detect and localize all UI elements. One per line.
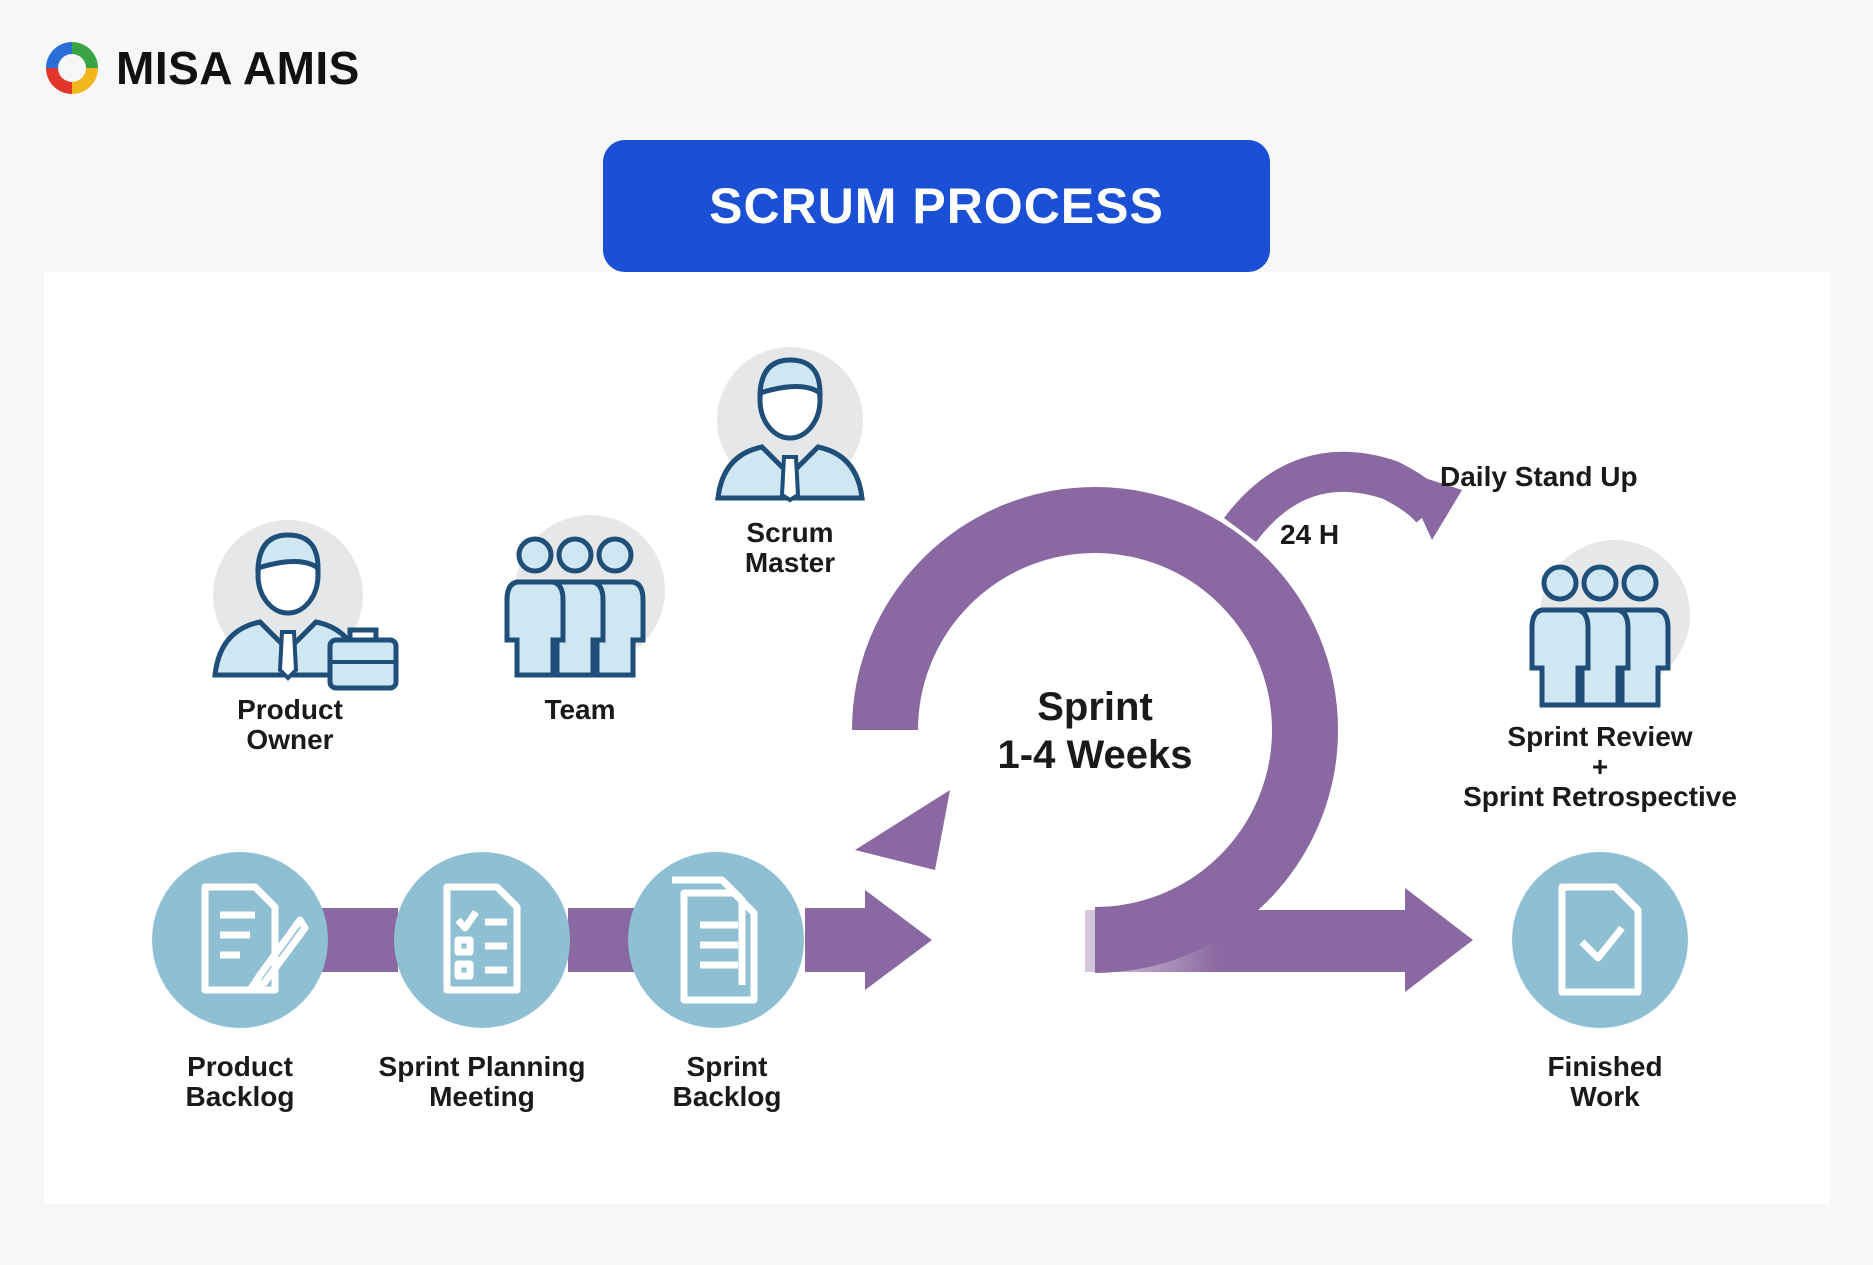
- label-product-owner: Product Owner: [237, 694, 343, 755]
- scrum-master-icon: [715, 347, 865, 503]
- step-sprint-backlog: [628, 852, 804, 1028]
- daily-loop-arrowhead: [1400, 470, 1462, 540]
- document-check-icon: [1558, 883, 1642, 996]
- connector-bar: [320, 908, 398, 972]
- label-finished-work: Finished Work: [1547, 1051, 1663, 1112]
- arrow-to-sprint: [805, 890, 932, 990]
- brand-logo: MISA AMIS: [42, 38, 360, 98]
- step-finished-work: [1512, 852, 1688, 1028]
- documents-stack-icon: [672, 876, 758, 1004]
- label-sprint-review: Sprint Review + Sprint Retrospective: [1463, 721, 1737, 812]
- label-product-backlog: Product Backlog: [185, 1051, 295, 1112]
- label-scrum-master: Scrum Master: [744, 517, 836, 578]
- review-team-icon: [1529, 540, 1690, 708]
- edit-document-icon: [201, 883, 309, 994]
- label-sprint-planning-meeting: Sprint Planning Meeting: [378, 1051, 586, 1112]
- label-sprint-backlog: Sprint Backlog: [672, 1051, 782, 1112]
- page-title: SCRUM PROCESS: [709, 178, 1164, 234]
- label-sprint-duration: Sprint 1-4 Weeks: [997, 685, 1193, 777]
- misa-amis-logo-icon: [46, 42, 98, 94]
- step-product-backlog: [152, 852, 328, 1028]
- title-banner: SCRUM PROCESS: [603, 140, 1270, 272]
- diagram-panel: [44, 272, 1830, 1204]
- step-sprint-planning-meeting: [394, 852, 570, 1028]
- checklist-icon: [443, 883, 521, 994]
- product-owner-icon: [212, 520, 399, 691]
- sprint-cycle-arrowhead: [855, 790, 950, 870]
- label-24h: 24 H: [1280, 519, 1340, 550]
- connector-bar: [568, 908, 636, 972]
- team-icon: [504, 515, 665, 678]
- sprint-cycle-arc: [852, 487, 1338, 973]
- label-daily-stand-up: Daily Stand Up: [1440, 461, 1638, 492]
- label-team: Team: [544, 694, 616, 725]
- brand-name: MISA AMIS: [116, 42, 360, 94]
